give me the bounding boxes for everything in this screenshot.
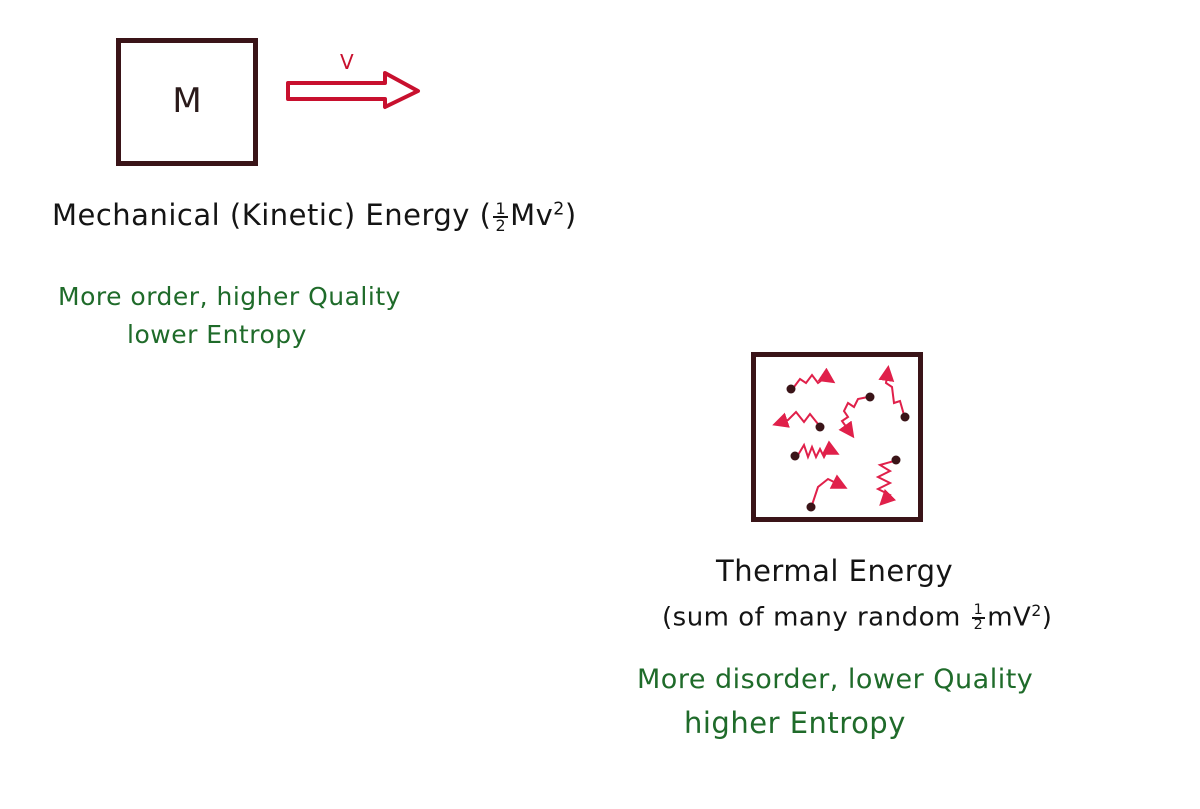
particle-path bbox=[793, 367, 836, 388]
exponent: 2 bbox=[1031, 602, 1042, 620]
mechanical-quality-line1: More order, higher Quality bbox=[58, 282, 401, 311]
particle-motion bbox=[772, 365, 910, 512]
velocity-arrow bbox=[286, 71, 420, 109]
mass-block: M bbox=[116, 38, 258, 166]
particle bbox=[790, 451, 800, 461]
thermal-particle-box bbox=[751, 352, 923, 522]
thermal-energy-title: Thermal Energy bbox=[716, 554, 954, 588]
thermal-quality-line1: More disorder, lower Quality bbox=[637, 664, 1034, 695]
particle bbox=[815, 422, 825, 432]
particle-path bbox=[811, 474, 848, 506]
thermal-formula: mV bbox=[987, 602, 1032, 633]
particle-path bbox=[875, 460, 897, 506]
mechanical-formula: Mv bbox=[510, 198, 554, 232]
velocity-label: V bbox=[340, 50, 355, 74]
exponent: 2 bbox=[553, 199, 565, 220]
mechanical-title-text: Mechanical (Kinetic) Energy ( bbox=[52, 198, 492, 232]
mechanical-quality-line2: lower Entropy bbox=[127, 320, 307, 349]
particle bbox=[786, 384, 796, 394]
particle bbox=[806, 502, 816, 512]
particle bbox=[891, 455, 901, 465]
particle-path bbox=[797, 440, 840, 460]
particle bbox=[865, 392, 875, 402]
mass-label: M bbox=[172, 81, 202, 121]
particle bbox=[900, 412, 910, 422]
particle-path bbox=[838, 396, 869, 439]
thermal-quality-line2: higher Entropy bbox=[684, 706, 906, 740]
particle-path bbox=[772, 410, 819, 428]
thermal-subtitle-text: (sum of many random bbox=[662, 602, 961, 633]
particle-path bbox=[878, 365, 905, 416]
